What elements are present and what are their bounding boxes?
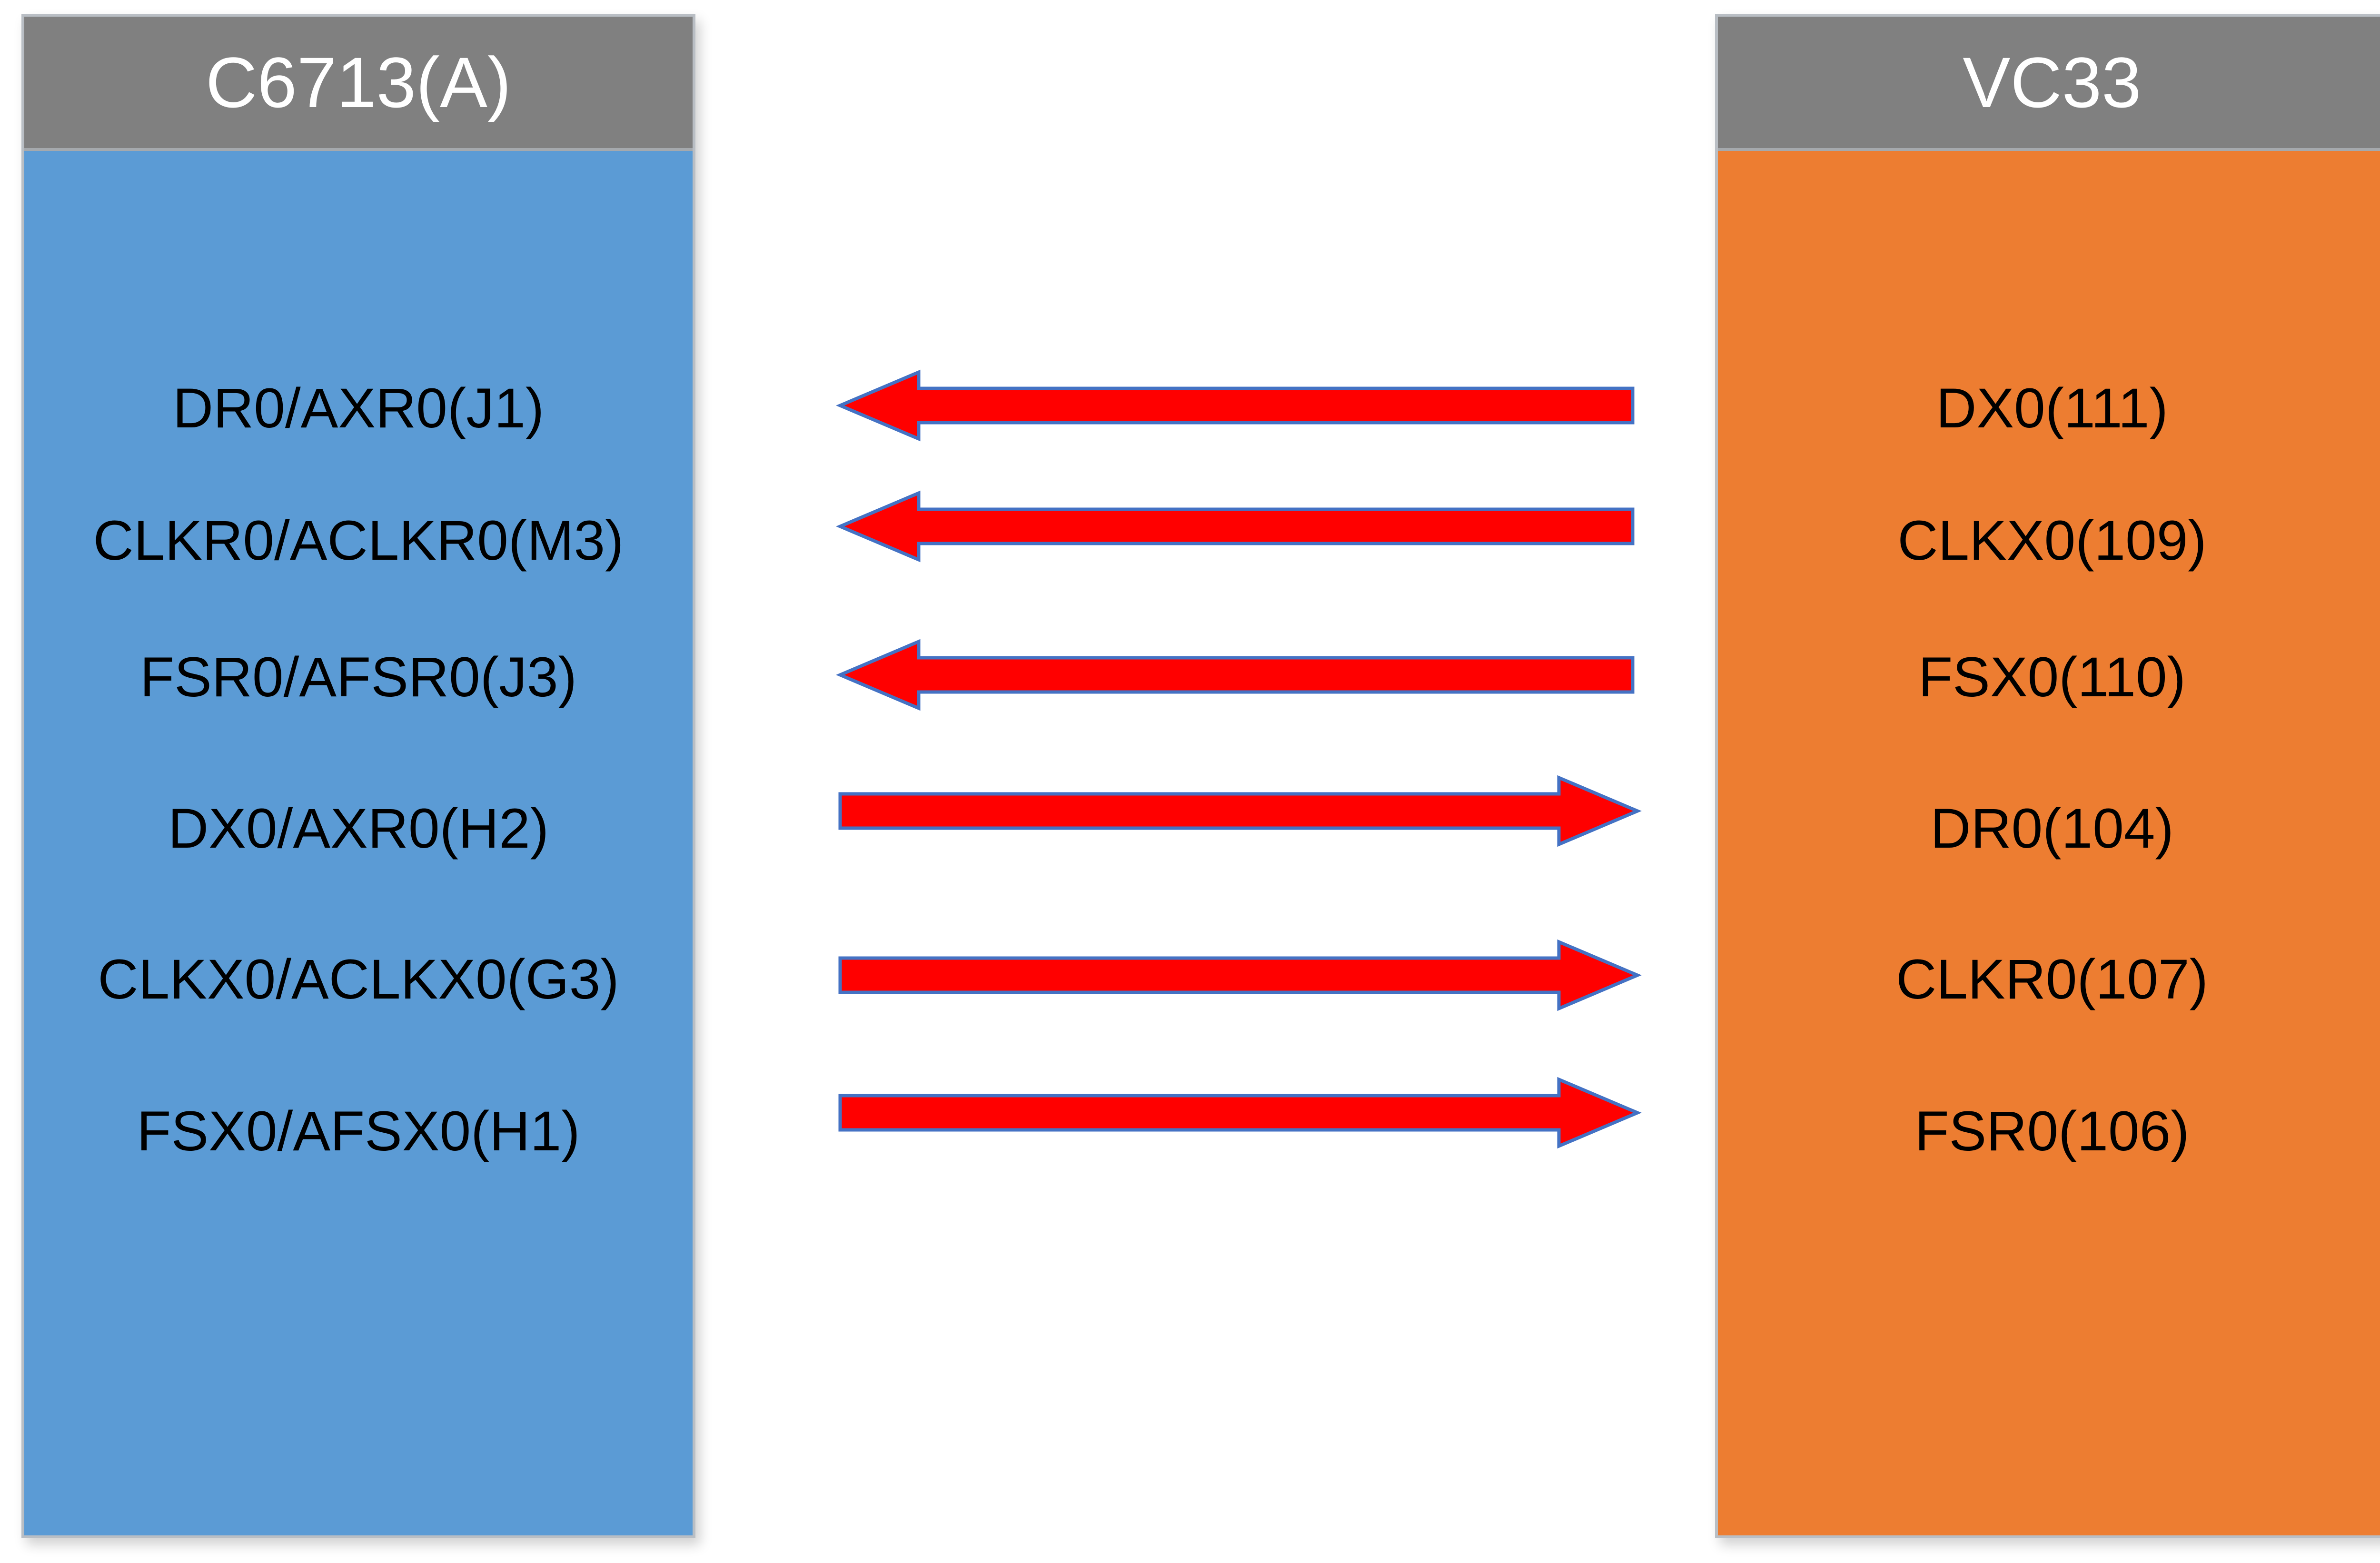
c6713-pin-dx0: DX0/AXR0(H2)	[168, 797, 549, 860]
dx0-to-dr0-arrow	[836, 369, 1635, 442]
c6713-pin-fsx0: FSX0/AFSX0(H1)	[137, 1100, 580, 1163]
dx0-to-dr0-arrow-2	[838, 775, 1642, 847]
c6713-pin-dr0: DR0/AXR0(J1)	[172, 377, 545, 440]
vc33-pin-clkx0: CLKX0(109)	[1897, 509, 2207, 572]
vc33-pin-fsr0: FSR0(106)	[1914, 1100, 2190, 1163]
fsx0-to-fsr0-arrow	[836, 639, 1635, 711]
vc33-pin-dr0: DR0(104)	[1930, 797, 2174, 860]
vc33-pin-fsx0: FSX0(110)	[1918, 646, 2186, 709]
vc33-pin-clkr0: CLKR0(107)	[1896, 948, 2208, 1011]
vc33-block: VC33 DX0(111) CLKX0(109) FSX0(110) DR0(1…	[1715, 14, 2380, 1538]
c6713-title: C6713(A)	[24, 17, 693, 151]
fsx0-to-fsr0-arrow-2	[838, 1077, 1642, 1149]
clkx0-to-clkr0-arrow-2	[838, 939, 1642, 1011]
vc33-title: VC33	[1718, 17, 2380, 151]
c6713-pin-clkr0: CLKR0/ACLKR0(M3)	[93, 509, 624, 572]
c6713-pin-fsr0: FSR0/AFSR0(J3)	[140, 646, 577, 709]
c6713-block: C6713(A) DR0/AXR0(J1) CLKR0/ACLKR0(M3) F…	[21, 14, 695, 1538]
clkx0-to-clkr0-arrow	[836, 490, 1635, 563]
vc33-pin-dx0: DX0(111)	[1936, 377, 2168, 440]
c6713-pin-clkx0: CLKX0/ACLKX0(G3)	[98, 948, 619, 1011]
